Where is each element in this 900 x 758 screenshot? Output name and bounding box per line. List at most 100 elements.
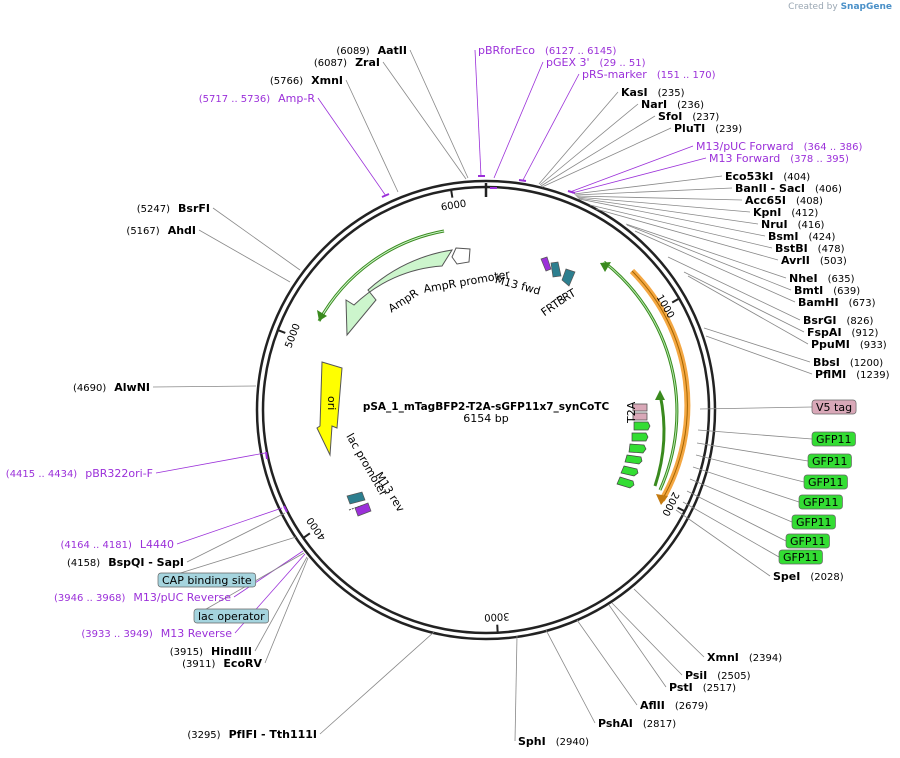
- enzyme-label[interactable]: BsrFI(5247): [137, 202, 210, 215]
- leader-line: [692, 466, 800, 503]
- feature-tag[interactable]: CAP binding site: [157, 572, 257, 588]
- enzyme-label[interactable]: PshAI(2817): [598, 717, 676, 730]
- enzyme-label[interactable]: AflII(2679): [640, 699, 708, 712]
- enzyme-label[interactable]: BanII - SacI(406): [735, 182, 842, 195]
- enzyme-label[interactable]: NheI(635): [789, 272, 855, 285]
- enzyme-label[interactable]: NarI (236): [641, 98, 704, 111]
- site-name: KpnI: [753, 206, 781, 219]
- enzyme-label[interactable]: PflMI(1239): [815, 368, 890, 381]
- feature-tag-label: GFP11: [796, 516, 831, 529]
- primer-label[interactable]: pGEX 3'(29 .. 51): [546, 56, 646, 69]
- primer-label[interactable]: L4440(4164 .. 4181): [60, 538, 174, 551]
- ampr-promoter-feature: [451, 247, 471, 265]
- enzyme-label[interactable]: ZraI(6087): [314, 56, 380, 69]
- site-name: PfIFI - Tth111I: [229, 728, 317, 741]
- enzyme-label[interactable]: PluTI(239): [674, 122, 742, 135]
- enzyme-label[interactable]: SpeI(2028): [773, 570, 844, 583]
- primer-label[interactable]: M13/pUC Reverse(3946 .. 3968): [54, 591, 231, 604]
- site-name: M13/pUC Forward: [696, 140, 794, 153]
- enzyme-label[interactable]: AhdI(5167): [126, 224, 196, 237]
- feature-tag[interactable]: GFP11: [807, 453, 852, 469]
- leader-line: [699, 406, 813, 410]
- enzyme-label[interactable]: HindIII(3915): [170, 645, 252, 658]
- enzyme-label[interactable]: XmnI(5766): [270, 74, 343, 87]
- site-position: (4690): [73, 383, 106, 394]
- leader-line: [576, 196, 751, 213]
- enzyme-label[interactable]: BmtI(639): [794, 284, 860, 297]
- site-name: pGEX 3': [546, 56, 590, 69]
- leader-line: [686, 490, 787, 542]
- feature-tag-box: [811, 399, 857, 415]
- primer-label[interactable]: pBRforEco(6127 .. 6145): [478, 44, 617, 57]
- feature-tag-box: [157, 572, 257, 588]
- feature-arcs: [265, 175, 691, 517]
- enzyme-label[interactable]: BsmI(424): [768, 230, 835, 243]
- feature-tag[interactable]: GFP11: [798, 494, 843, 510]
- plasmid-name: pSA_1_mTagBFP2-T2A-sGFP11x7_synCoTC: [363, 401, 610, 413]
- feature-tag-label: lac operator: [198, 610, 265, 623]
- feature-tag[interactable]: lac operator: [193, 608, 270, 624]
- feature-tag[interactable]: GFP11: [791, 514, 836, 530]
- feature-tag[interactable]: GFP11: [778, 549, 823, 565]
- feature-tag-label: GFP11: [803, 496, 838, 509]
- enzyme-label[interactable]: Eco53kI(404): [725, 170, 810, 183]
- feature-tag[interactable]: GFP11: [803, 474, 848, 490]
- feature-tag-label: GFP11: [816, 433, 851, 446]
- feature-tag[interactable]: V5 tag: [811, 399, 857, 415]
- enzyme-label[interactable]: BspQI - SapI(4158): [67, 556, 184, 569]
- enzyme-label[interactable]: KasI(235): [621, 86, 685, 99]
- enzyme-label[interactable]: AatII(6089): [336, 44, 407, 57]
- primer-label[interactable]: pBR322ori-F(4415 .. 4434): [6, 467, 153, 480]
- feature-tag[interactable]: GFP11: [811, 431, 856, 447]
- primer-label[interactable]: M13 Forward(378 .. 395): [709, 152, 849, 165]
- site-name: AhdI: [168, 224, 196, 237]
- feature-tag-label: CAP binding site: [162, 574, 252, 587]
- enzyme-label[interactable]: PsiI(2505): [685, 669, 751, 682]
- cds-arc-right-2: [653, 393, 666, 487]
- leader-line: [577, 197, 759, 225]
- primer-label[interactable]: M13/pUC Forward (364 .. 386): [696, 140, 862, 153]
- primer-label[interactable]: Amp-R(5717 .. 5736): [199, 92, 316, 105]
- site-name: FspAI: [807, 326, 842, 339]
- site-position: (2028): [810, 572, 843, 583]
- site-name: NarI: [641, 98, 667, 111]
- snapgene-credit: Created by SnapGene: [788, 2, 892, 12]
- primer-label[interactable]: M13 Reverse(3933 .. 3949): [81, 627, 232, 640]
- feature-tag-label: GFP11: [790, 535, 825, 548]
- enzyme-label[interactable]: Acc65I(408): [745, 194, 823, 207]
- site-position: (235): [658, 88, 685, 99]
- site-name: pBRforEco: [478, 44, 535, 57]
- enzyme-label[interactable]: XmnI(2394): [707, 651, 782, 664]
- site-position: (639): [833, 286, 860, 297]
- t2a-feature: [632, 403, 648, 412]
- site-position: (236): [677, 100, 704, 111]
- enzyme-label[interactable]: NruI(416): [761, 218, 825, 231]
- site-position: (5766): [270, 76, 303, 87]
- site-name: PluTI: [674, 122, 705, 135]
- enzyme-label[interactable]: SphI(2940): [518, 735, 589, 748]
- leader-line: [589, 204, 773, 249]
- enzyme-label[interactable]: PfIFI - Tth111I(3295): [187, 728, 317, 741]
- enzyme-label[interactable]: PstI(2517): [669, 681, 736, 694]
- leader-line: [545, 629, 596, 724]
- enzyme-label[interactable]: BbsI(1200): [813, 356, 883, 369]
- site-name: PpuMI: [811, 338, 850, 351]
- site-name: SfoI: [658, 110, 682, 123]
- leader-line: [541, 127, 672, 188]
- enzyme-label[interactable]: BsrGI(826): [803, 314, 873, 327]
- feature-tag[interactable]: GFP11: [785, 533, 830, 549]
- enzyme-label[interactable]: BstBI(478): [775, 242, 845, 255]
- enzyme-label[interactable]: EcoRV(3911): [182, 657, 262, 670]
- enzyme-label[interactable]: AvrII(503): [781, 254, 847, 267]
- enzyme-label[interactable]: PpuMI(933): [811, 338, 887, 351]
- site-name: NheI: [789, 272, 818, 285]
- leader-line: [233, 550, 304, 598]
- enzyme-label[interactable]: FspAI (912): [807, 326, 879, 339]
- primer-label[interactable]: pRS-marker(151 .. 170): [582, 68, 716, 81]
- enzyme-label[interactable]: AlwNI(4690): [73, 381, 150, 394]
- enzyme-label[interactable]: BamHI(673): [798, 296, 876, 309]
- site-position: (364 .. 386): [804, 142, 863, 153]
- enzyme-label[interactable]: SfoI(237): [658, 110, 719, 123]
- site-position: (912): [852, 328, 879, 339]
- enzyme-label[interactable]: KpnI(412): [753, 206, 818, 219]
